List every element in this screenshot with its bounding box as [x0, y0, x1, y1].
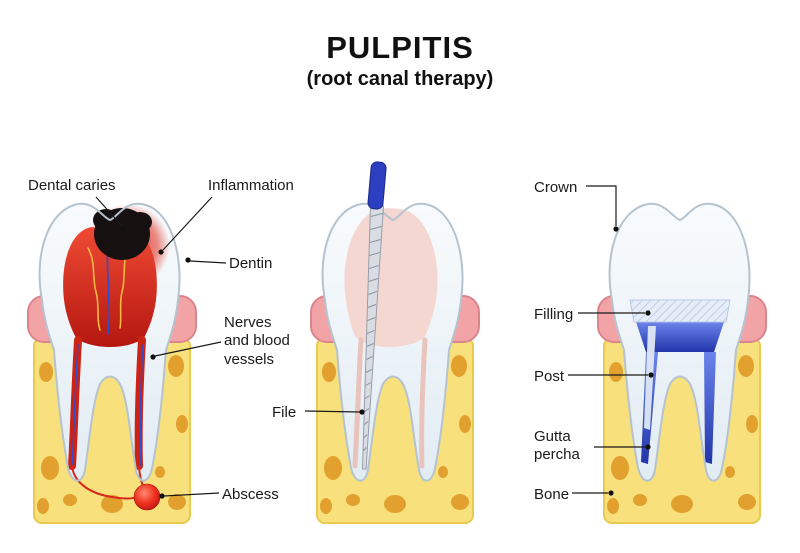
pulpitis-tooth-panel — [27, 202, 197, 524]
nerves-and-vessels — [71, 247, 147, 500]
label-crown: Crown — [534, 179, 578, 196]
leader-lines — [95, 185, 648, 497]
file-spiral-ticks — [363, 213, 383, 451]
leader-file — [304, 410, 361, 413]
pointer-dots — [120, 225, 654, 499]
gutta-percha-fill — [636, 322, 724, 464]
opened-dentin — [344, 208, 438, 347]
right-canal-faint — [419, 337, 428, 469]
page-subtitle: (root canal therapy) — [306, 68, 494, 90]
leader-crown — [586, 185, 617, 226]
abscess-ball — [133, 483, 161, 511]
label-gutta-percha: Gutta percha — [534, 428, 580, 464]
endodontic-file — [361, 161, 387, 470]
label-bone: Bone — [534, 486, 570, 503]
leader-inflammation — [162, 196, 213, 251]
left-canal-faint — [352, 337, 364, 469]
leader-abscess — [163, 492, 220, 497]
restored-tooth-panel — [597, 202, 767, 524]
label-post: Post — [534, 368, 565, 385]
leader-dental-caries — [95, 196, 123, 227]
caries-spot — [93, 208, 152, 260]
label-dentin: Dentin — [229, 255, 273, 272]
label-nerves: Nerves and blood vessels — [224, 314, 290, 368]
leader-dentin — [189, 260, 227, 264]
right-root-canal — [134, 336, 146, 470]
label-dental-caries: Dental caries — [28, 177, 116, 194]
file-handle — [367, 161, 387, 210]
file-tooth-panel — [310, 161, 480, 524]
label-file: File — [272, 404, 297, 421]
label-inflammation: Inflammation — [208, 177, 294, 194]
label-abscess: Abscess — [222, 486, 279, 503]
leader-nerves — [154, 341, 222, 357]
label-filling: Filling — [534, 306, 574, 323]
filling-layer — [629, 299, 731, 323]
post-rod — [644, 326, 656, 430]
page-title: PULPITIS — [326, 30, 474, 65]
